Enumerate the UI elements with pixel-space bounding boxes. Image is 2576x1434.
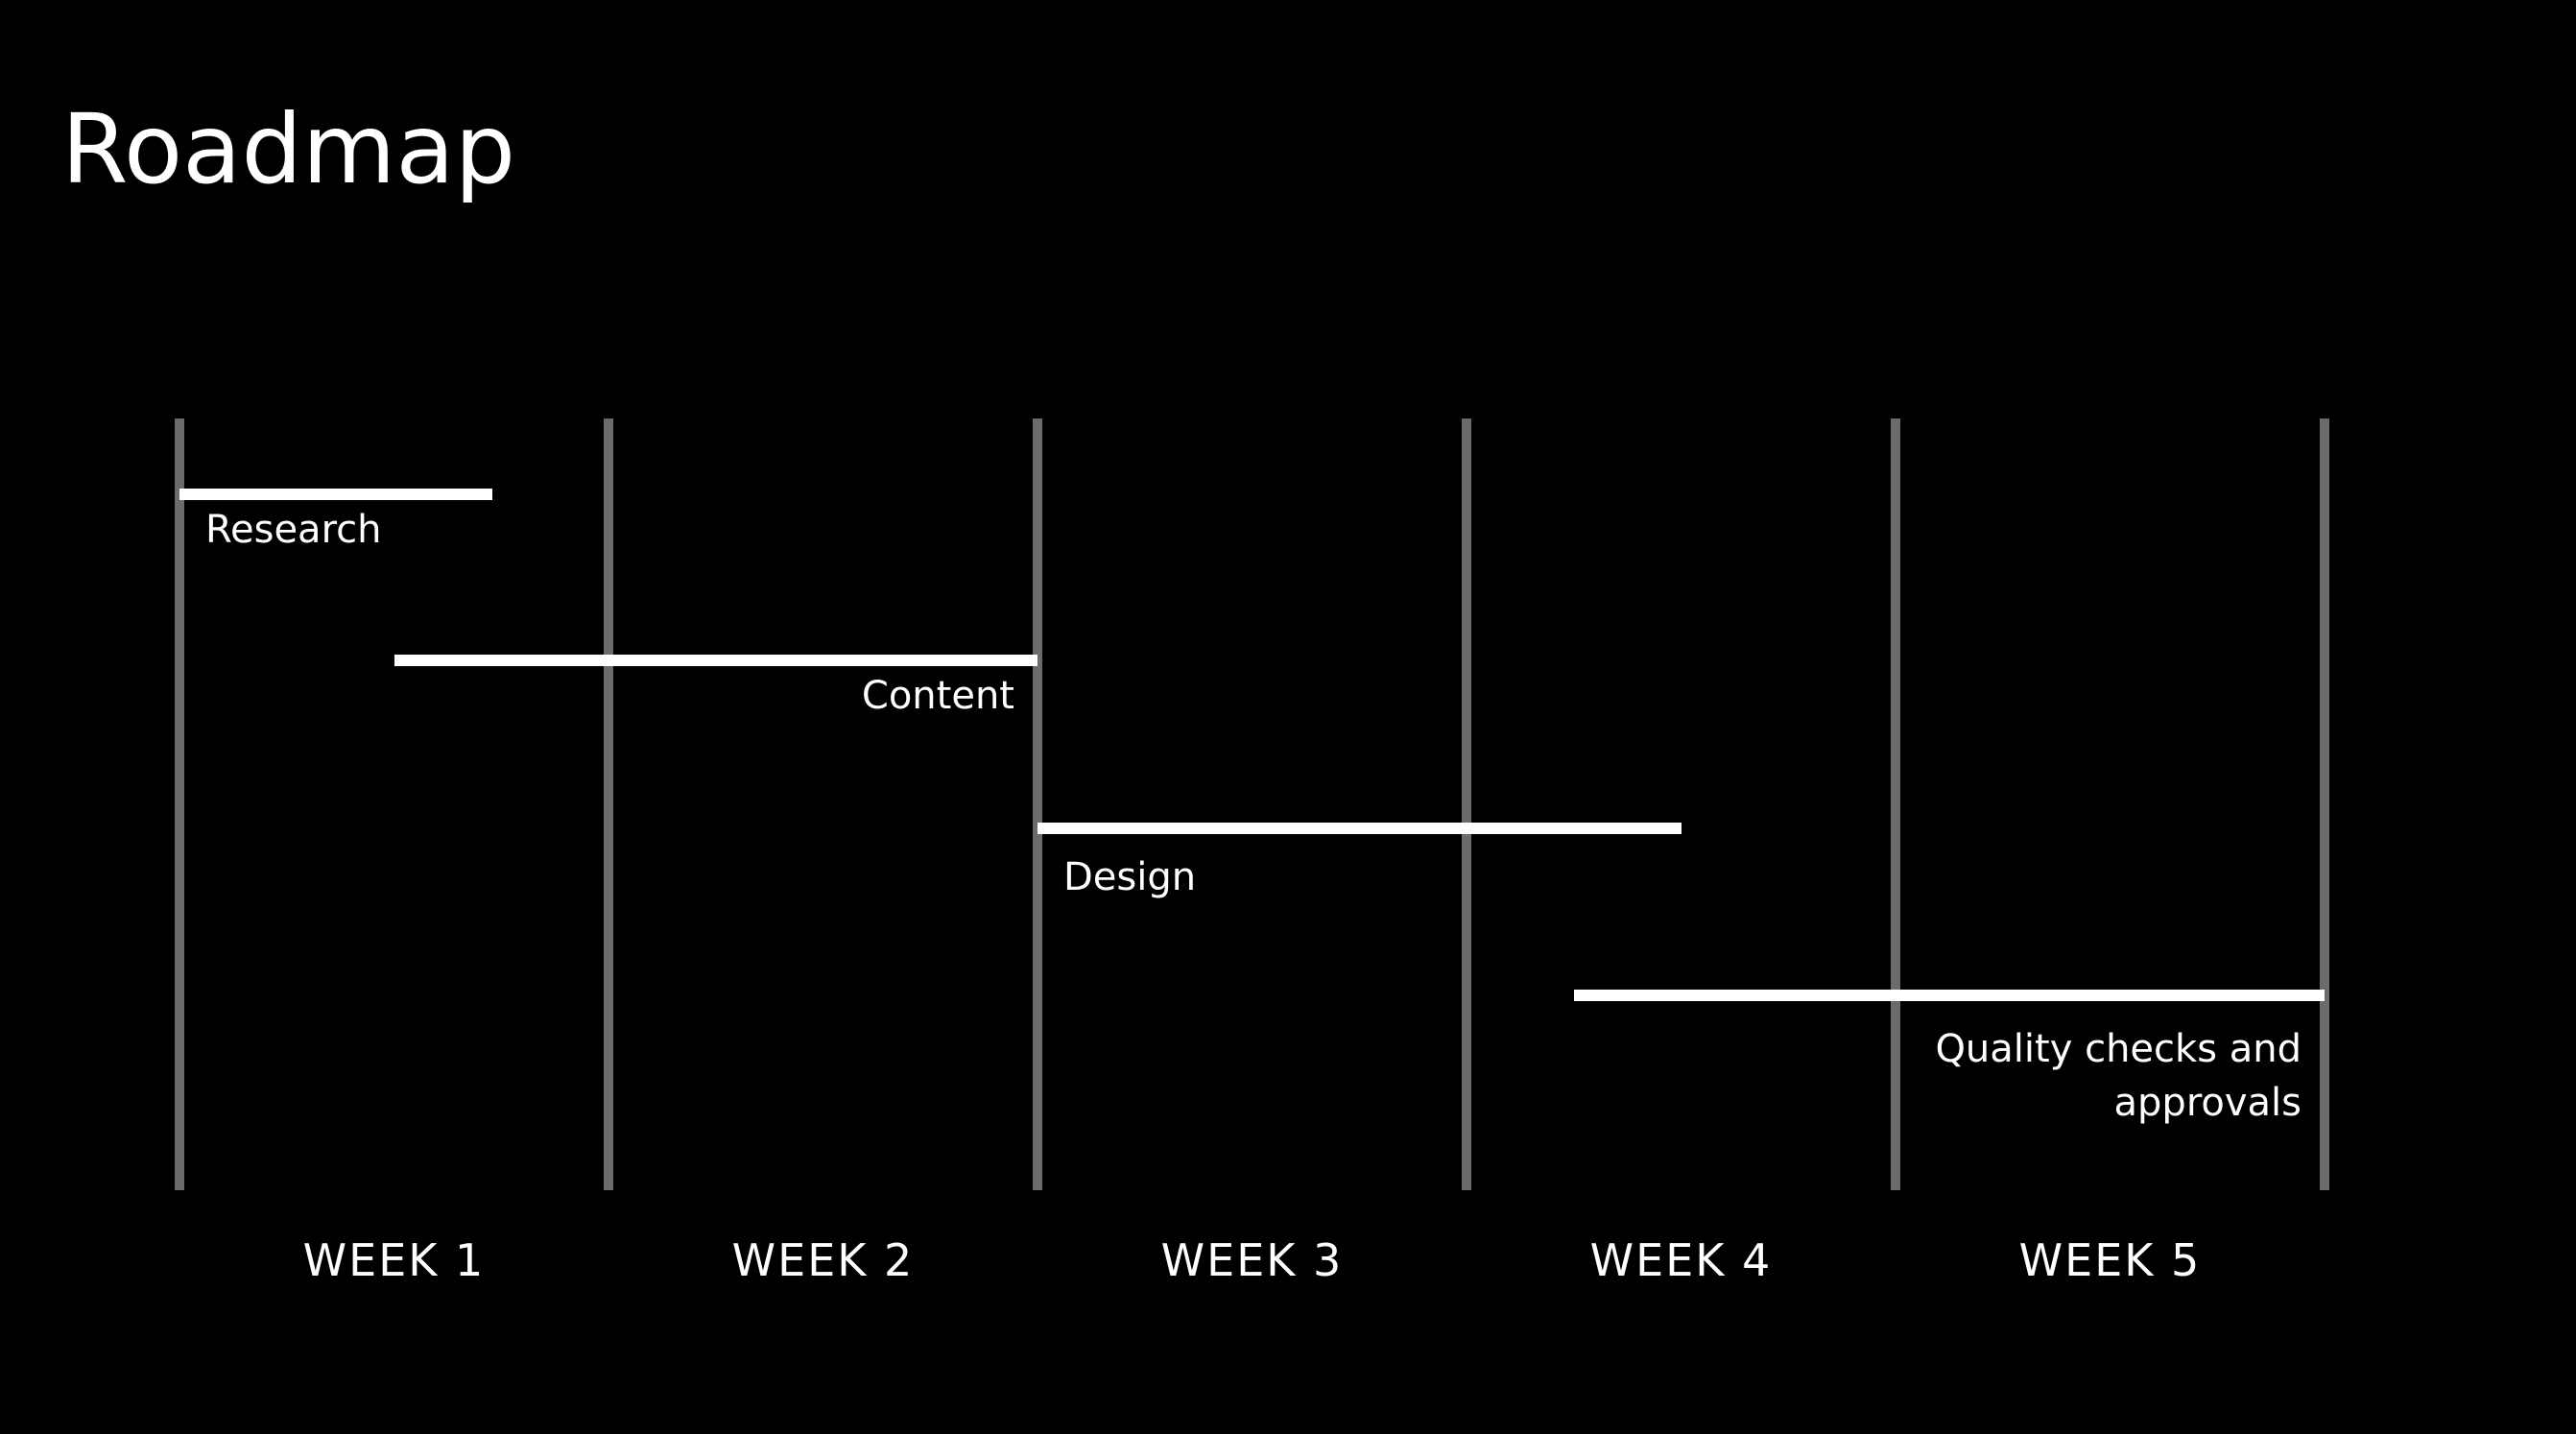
task-label: Design (1063, 855, 1197, 899)
week-label: WEEK 2 (731, 1234, 915, 1286)
week-label: WEEK 3 (1160, 1234, 1344, 1286)
task-bar (1038, 823, 1682, 834)
week-gridline (2320, 418, 2329, 1190)
week-gridline (1891, 418, 1900, 1190)
task-label: Research (205, 508, 382, 552)
week-label: WEEK 1 (302, 1234, 486, 1286)
task-bar (394, 655, 1038, 666)
week-gridline (1033, 418, 1042, 1190)
week-label: WEEK 4 (1589, 1234, 1773, 1286)
slide-title: Roadmap (61, 93, 516, 205)
task-bar (1573, 990, 2325, 1001)
week-gridline (604, 418, 613, 1190)
task-label: Content (861, 674, 1014, 718)
task-label: Quality checks and approvals (1935, 1027, 2302, 1125)
task-bar (179, 489, 493, 500)
week-gridline (1462, 418, 1471, 1190)
week-label: WEEK 5 (2018, 1234, 2202, 1286)
week-gridline (175, 418, 184, 1190)
